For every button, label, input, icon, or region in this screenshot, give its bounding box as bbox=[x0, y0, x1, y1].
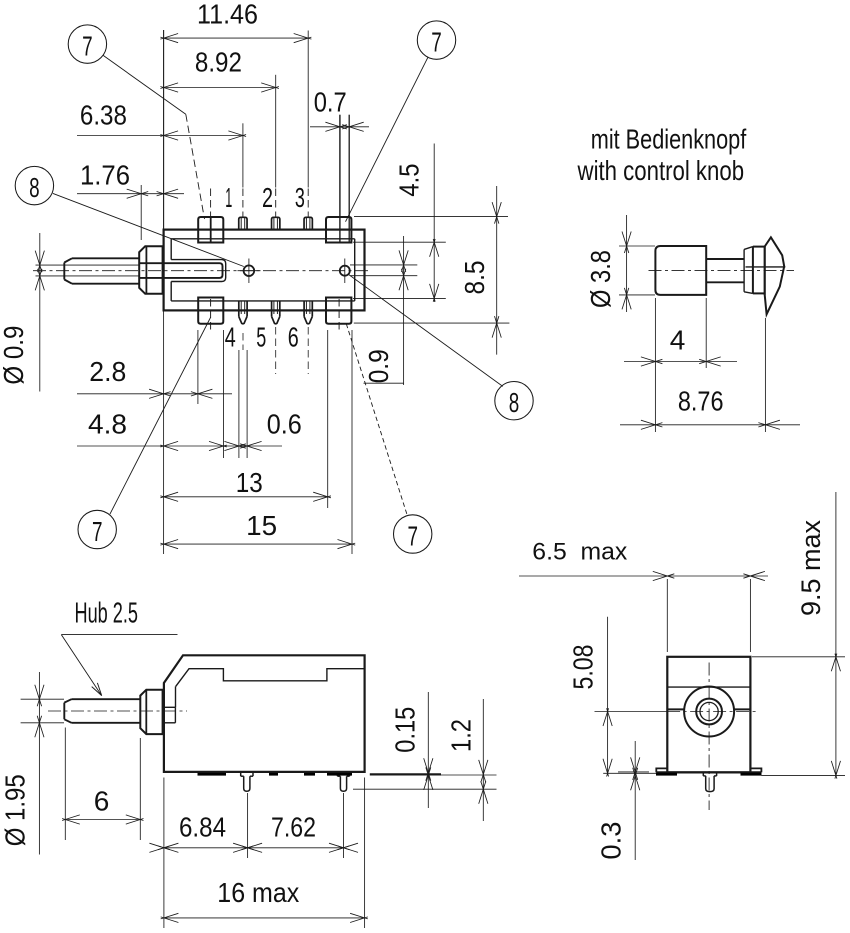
svg-text:0.6: 0.6 bbox=[267, 409, 302, 440]
svg-text:8.5: 8.5 bbox=[459, 261, 490, 295]
svg-text:16 max: 16 max bbox=[217, 877, 299, 908]
svg-text:6.84: 6.84 bbox=[179, 812, 226, 843]
svg-text:0.15: 0.15 bbox=[389, 707, 420, 753]
svg-text:6: 6 bbox=[94, 786, 110, 817]
svg-text:0.9: 0.9 bbox=[363, 349, 394, 383]
svg-text:7.62: 7.62 bbox=[271, 812, 316, 843]
svg-text:5: 5 bbox=[256, 322, 266, 353]
svg-text:3: 3 bbox=[295, 182, 305, 213]
svg-text:0.7: 0.7 bbox=[314, 87, 347, 118]
svg-text:15: 15 bbox=[246, 510, 277, 541]
svg-text:6: 6 bbox=[288, 322, 299, 353]
svg-text:4.8: 4.8 bbox=[88, 409, 127, 440]
svg-text:1.76: 1.76 bbox=[80, 160, 130, 191]
svg-text:1.2: 1.2 bbox=[446, 719, 477, 752]
svg-text:7: 7 bbox=[82, 31, 93, 62]
svg-text:8.76: 8.76 bbox=[678, 385, 724, 416]
svg-text:0.3: 0.3 bbox=[596, 822, 627, 860]
svg-text:2: 2 bbox=[262, 182, 273, 213]
svg-text:4: 4 bbox=[225, 322, 236, 353]
svg-text:Ø 1.95: Ø 1.95 bbox=[0, 774, 30, 846]
svg-text:with control knob: with control knob bbox=[577, 155, 744, 186]
svg-text:Hub 2.5: Hub 2.5 bbox=[75, 597, 139, 629]
svg-text:mit Bedienknopf: mit Bedienknopf bbox=[591, 124, 747, 155]
svg-text:4: 4 bbox=[670, 325, 686, 356]
svg-text:4.5: 4.5 bbox=[393, 164, 424, 197]
svg-text:13: 13 bbox=[236, 467, 263, 498]
svg-text:Ø 0.9: Ø 0.9 bbox=[0, 326, 29, 385]
svg-text:7: 7 bbox=[407, 521, 418, 552]
svg-text:5.08: 5.08 bbox=[568, 645, 599, 690]
svg-text:Ø 3.8: Ø 3.8 bbox=[585, 250, 616, 308]
svg-text:2.8: 2.8 bbox=[89, 356, 126, 387]
svg-text:6.38: 6.38 bbox=[80, 100, 127, 131]
svg-text:8: 8 bbox=[509, 387, 520, 418]
svg-text:6.5 max: 6.5 max bbox=[532, 539, 627, 566]
svg-text:8.92: 8.92 bbox=[195, 47, 242, 78]
svg-text:7: 7 bbox=[92, 516, 103, 547]
svg-text:8: 8 bbox=[29, 172, 40, 203]
svg-text:7: 7 bbox=[431, 27, 442, 58]
svg-text:1: 1 bbox=[225, 182, 232, 213]
svg-text:9.5 max: 9.5 max bbox=[796, 520, 826, 616]
svg-text:11.46: 11.46 bbox=[197, 0, 258, 30]
